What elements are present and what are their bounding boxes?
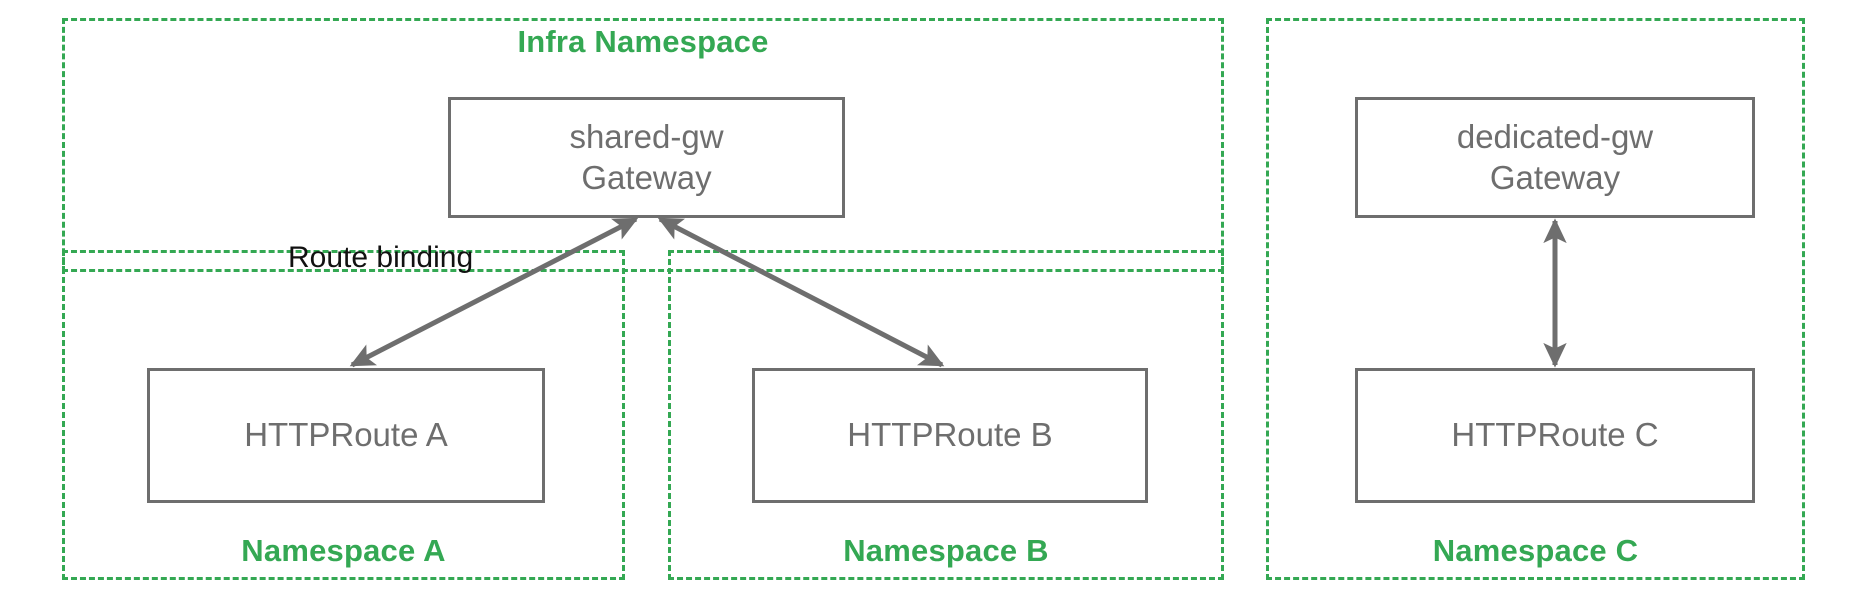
namespace-c-label: Namespace C [1432,533,1639,568]
node-dedicated-gw-line1: dedicated-gw [1456,118,1654,156]
node-httproute-c[interactable]: HTTPRoute C [1355,368,1755,503]
namespace-infra-label: Infra Namespace [517,24,769,59]
node-httproute-b[interactable]: HTTPRoute B [752,368,1148,503]
node-dedicated-gw-line2: Gateway [1489,158,1621,196]
edge-label-route-binding: Route binding [288,241,474,274]
namespace-b [668,250,1224,580]
node-httproute-a[interactable]: HTTPRoute A [147,368,545,503]
namespace-infra [62,18,1224,272]
node-httproute-b-label: HTTPRoute B [847,416,1053,454]
namespace-a-label: Namespace A [241,533,446,568]
namespace-a [62,250,625,580]
node-httproute-a-label: HTTPRoute A [244,416,448,454]
node-shared-gw-line1: shared-gw [569,118,724,156]
namespace-c [1266,18,1805,580]
node-shared-gw-gateway[interactable]: shared-gw Gateway [448,97,845,218]
node-httproute-c-label: HTTPRoute C [1451,416,1659,454]
node-shared-gw-line2: Gateway [581,158,712,196]
node-dedicated-gw-gateway[interactable]: dedicated-gw Gateway [1355,97,1755,218]
namespace-b-label: Namespace B [843,533,1049,568]
